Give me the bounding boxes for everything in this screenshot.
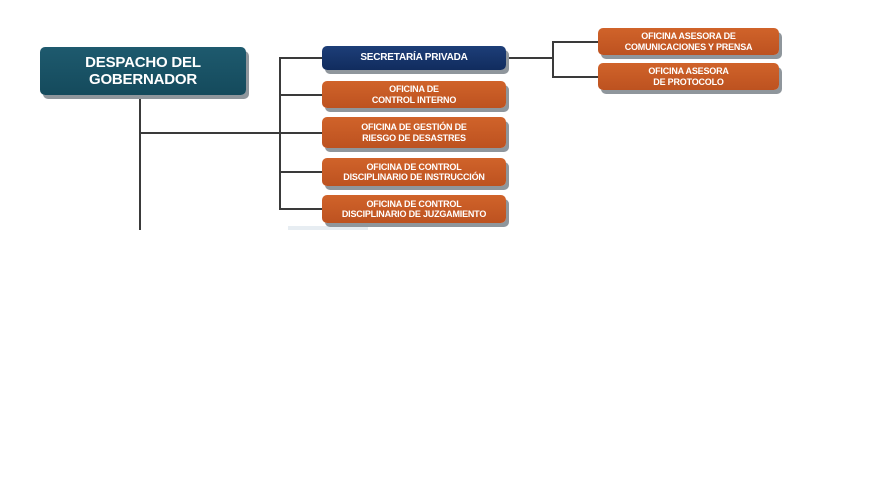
node-asesora-protocolo: OFICINA ASESORA DE PROTOCOLO bbox=[598, 63, 779, 90]
node-secretaria-privada: SECRETARÍA PRIVADA bbox=[322, 46, 506, 70]
node-asesora-comunicaciones-label: OFICINA ASESORA DE COMUNICACIONES Y PREN… bbox=[624, 31, 753, 52]
node-control-interno-label: OFICINA DE CONTROL INTERNO bbox=[371, 84, 457, 105]
branch-line-control-interno bbox=[279, 94, 323, 96]
branch-line-secretaria bbox=[279, 57, 323, 59]
branch-line-comunicaciones bbox=[552, 41, 599, 43]
node-control-disciplinario-instruccion: OFICINA DE CONTROL DISCIPLINARIO DE INST… bbox=[322, 158, 506, 186]
node-despacho-gobernador: DESPACHO DEL GOBERNADOR bbox=[40, 47, 246, 95]
advisory-spine-line bbox=[552, 41, 554, 77]
node-asesora-protocolo-label: OFICINA ASESORA DE PROTOCOLO bbox=[648, 66, 729, 87]
node-despacho-gobernador-label: DESPACHO DEL GOBERNADOR bbox=[85, 53, 201, 88]
branch-line-gestion-riesgo bbox=[279, 132, 323, 134]
node-gestion-riesgo: OFICINA DE GESTIÓN DE RIESGO DE DESASTRE… bbox=[322, 117, 506, 148]
node-gestion-riesgo-label: OFICINA DE GESTIÓN DE RIESGO DE DESASTRE… bbox=[361, 122, 467, 143]
branch-line-juzgamiento bbox=[279, 208, 323, 210]
node-control-interno: OFICINA DE CONTROL INTERNO bbox=[322, 81, 506, 108]
node-secretaria-privada-label: SECRETARÍA PRIVADA bbox=[360, 52, 468, 64]
node-control-disciplinario-instruccion-label: OFICINA DE CONTROL DISCIPLINARIO DE INST… bbox=[343, 161, 485, 182]
branch-line-protocolo bbox=[552, 76, 599, 78]
node-asesora-comunicaciones: OFICINA ASESORA DE COMUNICACIONES Y PREN… bbox=[598, 28, 779, 55]
root-trunk-line bbox=[139, 96, 141, 230]
root-to-offices-line bbox=[139, 132, 280, 134]
secretaria-to-advisory-line bbox=[507, 57, 553, 59]
node-control-disciplinario-juzgamiento: OFICINA DE CONTROL DISCIPLINARIO DE JUZG… bbox=[322, 195, 506, 223]
node-control-disciplinario-juzgamiento-label: OFICINA DE CONTROL DISCIPLINARIO DE JUZG… bbox=[341, 198, 487, 219]
branch-line-instruccion bbox=[279, 171, 323, 173]
bottom-fade-band bbox=[288, 226, 368, 230]
